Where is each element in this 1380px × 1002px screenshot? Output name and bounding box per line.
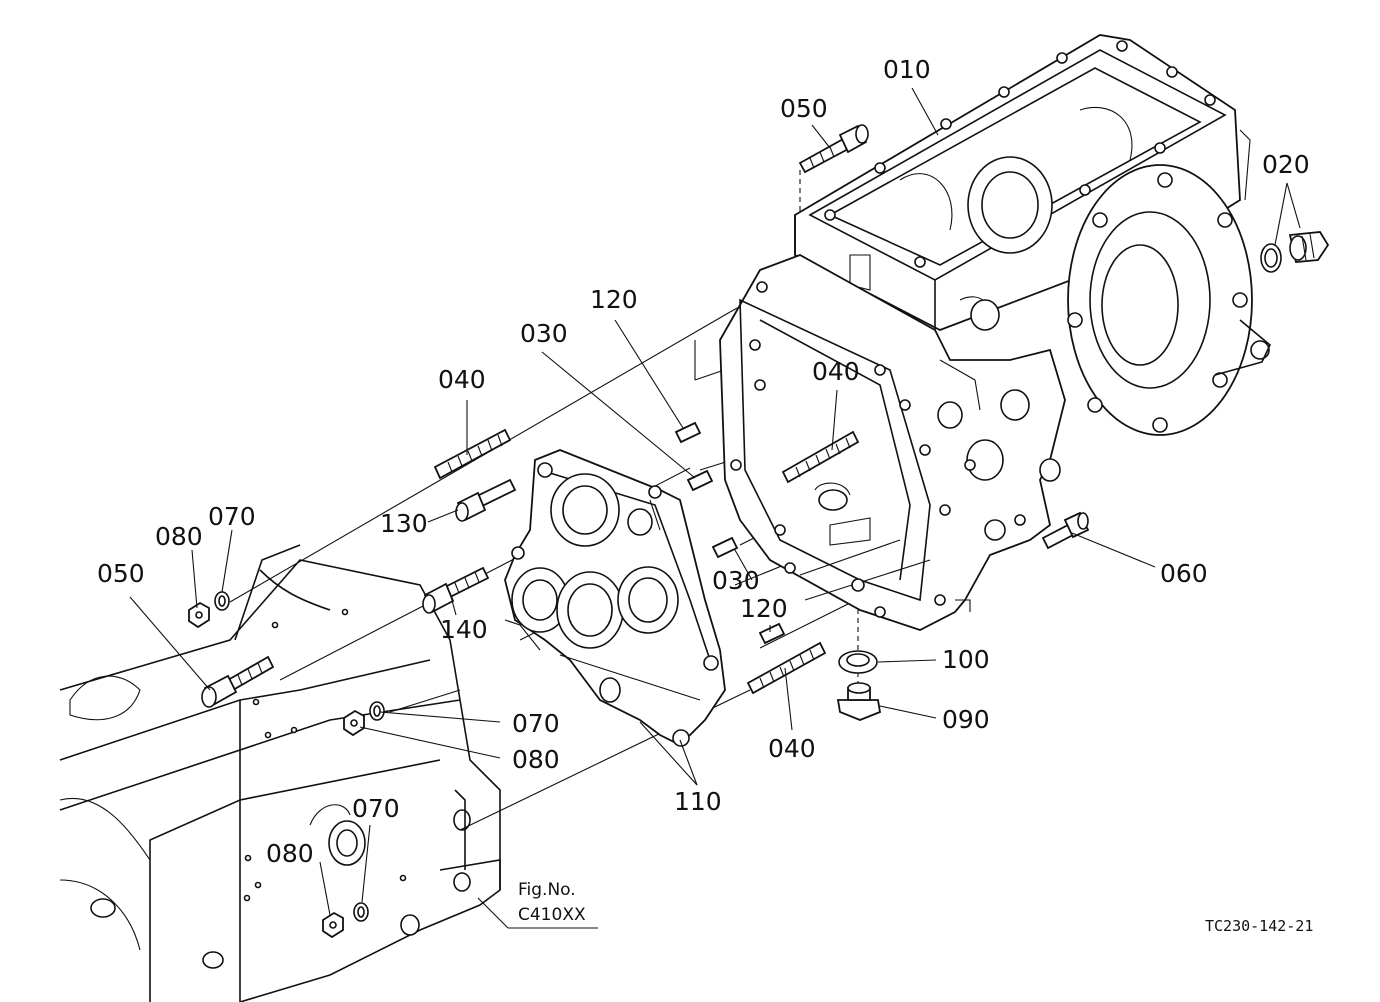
small-parts <box>188 124 1330 939</box>
bolt-060 <box>1041 511 1090 550</box>
adjoining-housing <box>59 544 501 1002</box>
label-020: 020 <box>1262 150 1310 179</box>
leader-lines <box>129 87 1301 929</box>
label-030-bottom: 030 <box>712 566 760 595</box>
label-100: 100 <box>942 645 990 674</box>
stud-bolt-040-lower <box>746 641 827 695</box>
label-130: 130 <box>380 509 428 538</box>
plug-020 <box>1260 231 1330 273</box>
drain-plug-090 <box>836 650 882 721</box>
label-050-left: 050 <box>97 559 145 588</box>
label-030-top: 030 <box>520 319 568 348</box>
label-040-lower: 040 <box>768 734 816 763</box>
label-050-top: 050 <box>780 94 828 123</box>
gear-case-plate <box>504 449 726 747</box>
bolt-140 <box>422 566 490 614</box>
label-090: 090 <box>942 705 990 734</box>
drawing-reference-number: TC230-142-21 <box>1205 917 1313 935</box>
stud-bolt-040-left <box>433 428 512 480</box>
label-070-bottom: 070 <box>352 794 400 823</box>
label-080-bottom: 080 <box>266 839 314 868</box>
label-040-left: 040 <box>438 365 486 394</box>
fig-number-label: Fig.No. <box>518 880 576 900</box>
label-080-top: 080 <box>155 522 203 551</box>
case-front-bolt-holes <box>730 281 1026 618</box>
housing-small-holes <box>243 608 407 902</box>
label-040-center: 040 <box>812 357 860 386</box>
label-060: 060 <box>1160 559 1208 588</box>
label-070-middle: 070 <box>512 709 560 738</box>
bolt-050-left <box>201 655 275 708</box>
fig-number-value: C410XX <box>518 905 586 925</box>
part-labels: 010 020 050 120 030 040 040 130 080 070 … <box>97 55 1310 868</box>
label-140: 140 <box>440 615 488 644</box>
bolt-130 <box>455 478 517 522</box>
dowel-pins <box>674 421 786 645</box>
transmission-case <box>719 34 1271 631</box>
label-010: 010 <box>883 55 931 84</box>
bolt-050-top <box>798 124 869 174</box>
label-120-top: 120 <box>590 285 638 314</box>
stud-bolt-040-center <box>781 430 860 484</box>
washers-and-nuts <box>188 591 385 939</box>
flange-bolt-holes <box>1067 172 1270 433</box>
label-080-middle: 080 <box>512 745 560 774</box>
label-070-top: 070 <box>208 502 256 531</box>
figure-reference: Fig.No. C410XX <box>518 880 586 925</box>
label-110: 110 <box>674 787 722 816</box>
label-120-bottom: 120 <box>740 594 788 623</box>
